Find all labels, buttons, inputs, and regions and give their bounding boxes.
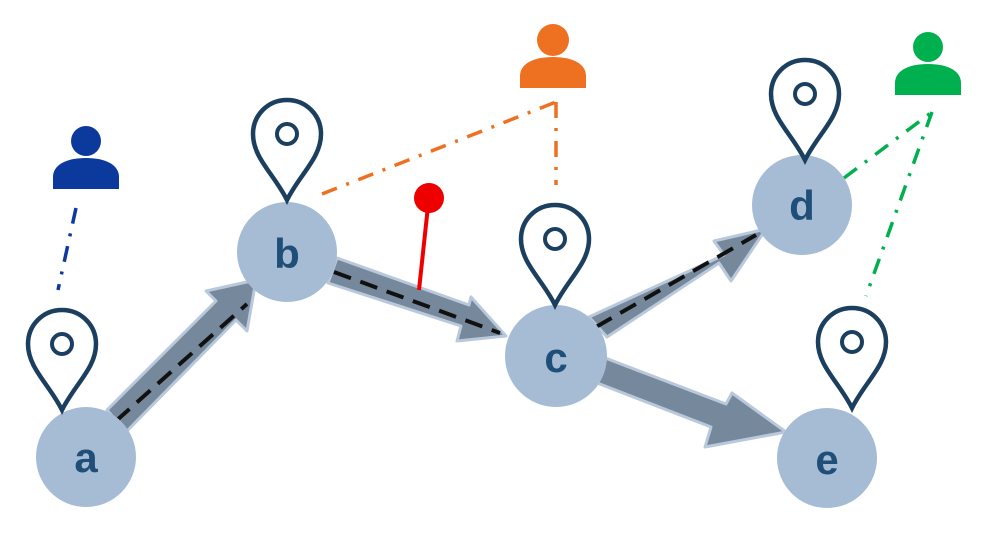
blue-user-icon[interactable] <box>53 126 119 189</box>
red-pin-marker <box>414 183 444 291</box>
edge-arrow-c-e <box>590 354 788 449</box>
green-user-icon[interactable] <box>895 32 961 95</box>
location-pin-icon-c <box>518 202 592 311</box>
orange-user-link-b <box>321 100 557 196</box>
node-a[interactable]: a <box>36 407 136 507</box>
node-e-circle <box>777 408 877 508</box>
dashed-path-b-c <box>333 270 501 335</box>
node-b-label: b <box>274 230 300 277</box>
node-b-circle <box>237 202 337 302</box>
node-a-circle <box>36 407 136 507</box>
user-links <box>56 100 934 297</box>
dashed-path-a-b <box>114 302 249 423</box>
node-b[interactable]: b <box>237 202 337 302</box>
green-user-link-d <box>842 110 934 180</box>
edge-arrow-c-d <box>587 227 768 339</box>
green-user-link-e <box>864 111 934 297</box>
red-pin-stem <box>417 205 430 291</box>
node-e-label: e <box>815 436 838 483</box>
node-d-label: d <box>789 182 815 229</box>
users <box>53 24 961 189</box>
nodes: a b c d e <box>36 155 877 508</box>
node-a-label: a <box>74 434 98 481</box>
node-e[interactable]: e <box>777 408 877 508</box>
orange-user-icon[interactable] <box>520 24 586 88</box>
dashed-path-c-d <box>595 233 757 329</box>
node-c[interactable]: c <box>505 305 607 407</box>
red-pin-head <box>414 183 444 213</box>
blue-user-link-a <box>56 207 78 291</box>
edge-arrow-b-c <box>326 256 508 343</box>
dashed-paths <box>114 233 757 423</box>
location-pins <box>25 57 889 416</box>
location-pin-icon-b <box>250 97 324 206</box>
node-d[interactable]: d <box>752 155 852 255</box>
location-pin-icon-a <box>25 307 99 416</box>
location-pin-icon-e <box>815 305 889 414</box>
node-c-circle <box>505 305 607 407</box>
node-d-circle <box>752 155 852 255</box>
location-pin-icon-d <box>768 57 842 166</box>
node-c-label: c <box>544 334 567 381</box>
